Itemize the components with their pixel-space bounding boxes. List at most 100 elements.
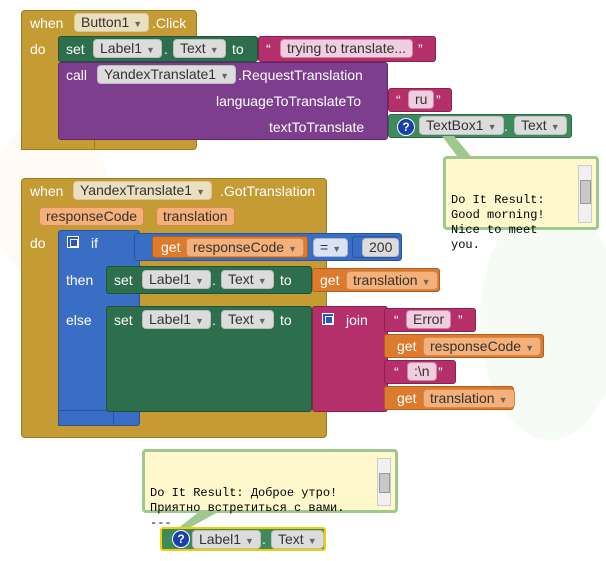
click-event-label: .Click — [152, 15, 187, 31]
text-property-dropdown[interactable]: Text▼ — [514, 116, 567, 135]
dropdown-arrow-icon: ▼ — [195, 316, 204, 326]
set-keyword: set — [114, 312, 133, 328]
param-response-code[interactable]: responseCode — [39, 207, 145, 226]
translation-var-label: translation — [353, 272, 418, 288]
open-quote: “ — [266, 41, 271, 57]
to-keyword: to — [280, 312, 292, 328]
get-keyword: get — [161, 239, 181, 255]
label1-component-label: Label1 — [149, 311, 192, 327]
join-keyword: join — [346, 312, 368, 328]
textbox1-component-dropdown[interactable]: TextBox1▼ — [419, 116, 504, 135]
text-property-dropdown[interactable]: Text▼ — [221, 310, 274, 329]
do-it-result-bubble-english: Do It Result: Good morning! Nice to meet… — [443, 156, 599, 252]
open-quote: “ — [394, 364, 399, 380]
open-quote: “ — [394, 312, 399, 328]
text-property-dropdown[interactable]: Text▼ — [221, 270, 274, 289]
text-property-dropdown[interactable]: Text▼ — [271, 530, 324, 549]
button1-component-dropdown[interactable]: Button1▼ — [74, 13, 150, 32]
dropdown-arrow-icon: ▼ — [421, 277, 431, 287]
error-value-field[interactable]: Error — [406, 310, 452, 329]
set-keyword: set — [66, 41, 85, 57]
text-property-label: Text — [228, 271, 254, 287]
button1-component-label: Button1 — [81, 14, 130, 30]
yandextranslate1-event-dropdown[interactable]: YandexTranslate1▼ — [73, 181, 212, 200]
equals-operator-label: = — [320, 239, 329, 255]
dot-separator: . — [262, 531, 266, 547]
label1-component-dropdown[interactable]: Label1▼ — [192, 530, 261, 549]
param-translation[interactable]: translation — [156, 207, 235, 226]
dropdown-arrow-icon: ▼ — [257, 316, 267, 326]
ru-value-field[interactable]: ru — [408, 90, 435, 109]
equals-operator-dropdown[interactable]: =▼ — [313, 238, 349, 257]
translation-var-dropdown[interactable]: translation▼ — [346, 271, 438, 290]
close-quote: ” — [418, 41, 423, 57]
response-code-var-dropdown[interactable]: responseCode▼ — [186, 238, 304, 257]
close-quote: ” — [436, 92, 441, 108]
text-property-dropdown[interactable]: Text▼ — [173, 39, 226, 58]
text-property-label: Text — [278, 531, 304, 547]
label1-component-label: Label1 — [199, 531, 242, 547]
do-it-result-bubble-russian: Do It Result: Доброе утро! Приятно встре… — [142, 449, 398, 530]
dropdown-arrow-icon: ▼ — [525, 343, 534, 353]
dropdown-arrow-icon: ▼ — [209, 45, 219, 55]
label1-component-dropdown[interactable]: Label1▼ — [93, 39, 162, 58]
dropdown-arrow-icon: ▼ — [487, 122, 497, 132]
dropdown-arrow-icon: ▼ — [220, 71, 229, 81]
if-keyword: if — [91, 235, 98, 251]
mutator-gear-icon[interactable] — [67, 236, 79, 248]
dot-separator: . — [212, 312, 216, 328]
help-question-icon[interactable]: ? — [172, 530, 190, 548]
to-keyword: to — [280, 272, 292, 288]
bubble1-scrollbar[interactable] — [578, 165, 592, 223]
label1-component-label: Label1 — [100, 40, 143, 56]
then-keyword: then — [66, 272, 94, 288]
result-text-english: Do It Result: Good morning! Nice to meet… — [451, 193, 545, 252]
label1-component-label: Label1 — [149, 271, 192, 287]
yandextranslate1-label: YandexTranslate1 — [104, 66, 217, 82]
scrollbar-thumb[interactable] — [580, 180, 591, 204]
to-keyword: to — [232, 41, 244, 57]
do-keyword: do — [30, 235, 46, 251]
text-property-label: Text — [521, 117, 547, 133]
do-keyword: do — [30, 41, 46, 57]
open-quote: “ — [396, 92, 401, 108]
text-property-label: Text — [180, 40, 206, 56]
translation-var-dropdown[interactable]: translation▼ — [423, 389, 515, 408]
dropdown-arrow-icon: ▼ — [257, 276, 267, 286]
dropdown-arrow-icon: ▼ — [550, 122, 560, 132]
dot-separator: . — [212, 272, 216, 288]
string-value-field[interactable]: trying to translate... — [280, 39, 414, 58]
call-keyword: call — [66, 67, 88, 83]
yandextranslate1-component-dropdown[interactable]: YandexTranslate1▼ — [97, 65, 236, 84]
label1-component-dropdown[interactable]: Label1▼ — [142, 310, 211, 329]
bubble2-scrollbar[interactable] — [377, 458, 391, 506]
result-text-russian: Do It Result: Доброе утро! Приятно встре… — [150, 486, 345, 530]
request-translation-method: .RequestTranslation — [238, 67, 363, 83]
close-quote: ” — [438, 364, 443, 380]
dropdown-arrow-icon: ▼ — [498, 395, 508, 405]
close-quote: ” — [458, 312, 463, 328]
response-code-var-label: responseCode — [430, 338, 522, 354]
scrollbar-thumb[interactable] — [379, 473, 390, 493]
number-200-field[interactable]: 200 — [362, 238, 400, 257]
bubble1-pointer — [442, 136, 474, 160]
label1-component-dropdown[interactable]: Label1▼ — [142, 270, 211, 289]
got-translation-event-label: .GotTranslation — [220, 183, 316, 199]
translation-var-label: translation — [430, 390, 495, 406]
response-code-var-label: responseCode — [193, 239, 285, 255]
get-keyword: get — [320, 272, 340, 288]
dropdown-arrow-icon: ▼ — [245, 536, 254, 546]
text-property-label: Text — [228, 311, 254, 327]
dropdown-arrow-icon: ▼ — [307, 536, 317, 546]
mutator-gear-icon[interactable] — [322, 313, 334, 325]
textbox1-label: TextBox1 — [426, 117, 484, 133]
text-to-translate-label: textToTranslate — [269, 119, 365, 135]
help-question-icon[interactable]: ? — [397, 118, 415, 136]
set-keyword: set — [114, 272, 133, 288]
language-to-translate-to-label: languageToTranslateTo — [216, 93, 362, 109]
dropdown-arrow-icon: ▼ — [146, 45, 155, 55]
get-keyword: get — [397, 390, 417, 406]
newline-value-field[interactable]: :\n — [407, 362, 437, 381]
response-code-var-dropdown[interactable]: responseCode▼ — [423, 337, 541, 356]
dot-separator: . — [504, 118, 508, 134]
